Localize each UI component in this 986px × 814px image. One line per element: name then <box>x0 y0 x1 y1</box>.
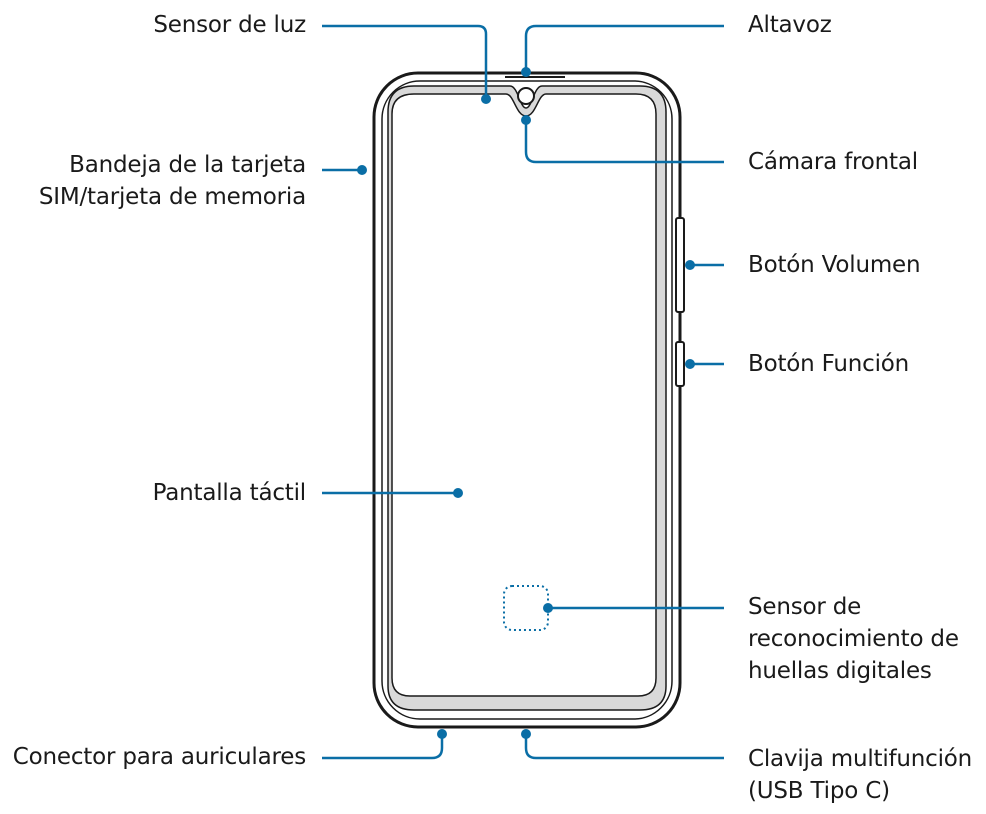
label-touchscreen: Pantalla táctil <box>152 480 307 506</box>
label-speaker: Altavoz <box>748 12 832 38</box>
callout-light-sensor <box>322 24 488 99</box>
callout-usb <box>524 734 724 760</box>
label-light-sensor: Sensor de luz <box>153 12 306 38</box>
callout-dots <box>357 67 695 739</box>
label-fingerprint-line2: reconocimiento de <box>748 626 959 652</box>
dot-front-camera <box>521 115 531 125</box>
touchscreen-area <box>391 93 657 697</box>
label-fingerprint-line1: Sensor de <box>748 594 862 620</box>
dot-usb <box>521 729 531 739</box>
callout-front-camera <box>524 120 724 164</box>
label-volume-button: Botón Volumen <box>748 252 921 278</box>
label-headset-jack: Conector para auriculares <box>12 744 306 770</box>
label-usb-line2: (USB Tipo C) <box>748 778 890 804</box>
dot-speaker <box>521 67 531 77</box>
side-button-shape <box>675 341 685 387</box>
dot-side-button <box>685 359 695 369</box>
phone-inner-frame <box>381 80 673 720</box>
dot-headset-jack <box>437 729 447 739</box>
front-camera-lens <box>517 87 535 105</box>
fingerprint-area <box>503 585 549 631</box>
label-sim-tray-line1: Bandeja de la tarjeta <box>69 152 306 178</box>
dot-touchscreen <box>453 488 463 498</box>
label-side-button: Botón Función <box>748 351 910 377</box>
dot-volume <box>685 260 695 270</box>
dot-sim-tray <box>357 165 367 175</box>
label-fingerprint-line3: huellas digitales <box>748 658 932 684</box>
callout-headset-jack <box>322 734 444 760</box>
volume-button-shape <box>675 217 685 313</box>
label-front-camera: Cámara frontal <box>748 149 918 175</box>
label-usb-line1: Clavija multifunción <box>748 746 973 772</box>
callout-speaker <box>524 24 724 72</box>
label-sim-tray-line2: SIM/tarjeta de memoria <box>38 184 306 210</box>
dot-fingerprint <box>543 603 553 613</box>
dot-light-sensor <box>481 94 491 104</box>
callout-lines <box>322 24 724 760</box>
